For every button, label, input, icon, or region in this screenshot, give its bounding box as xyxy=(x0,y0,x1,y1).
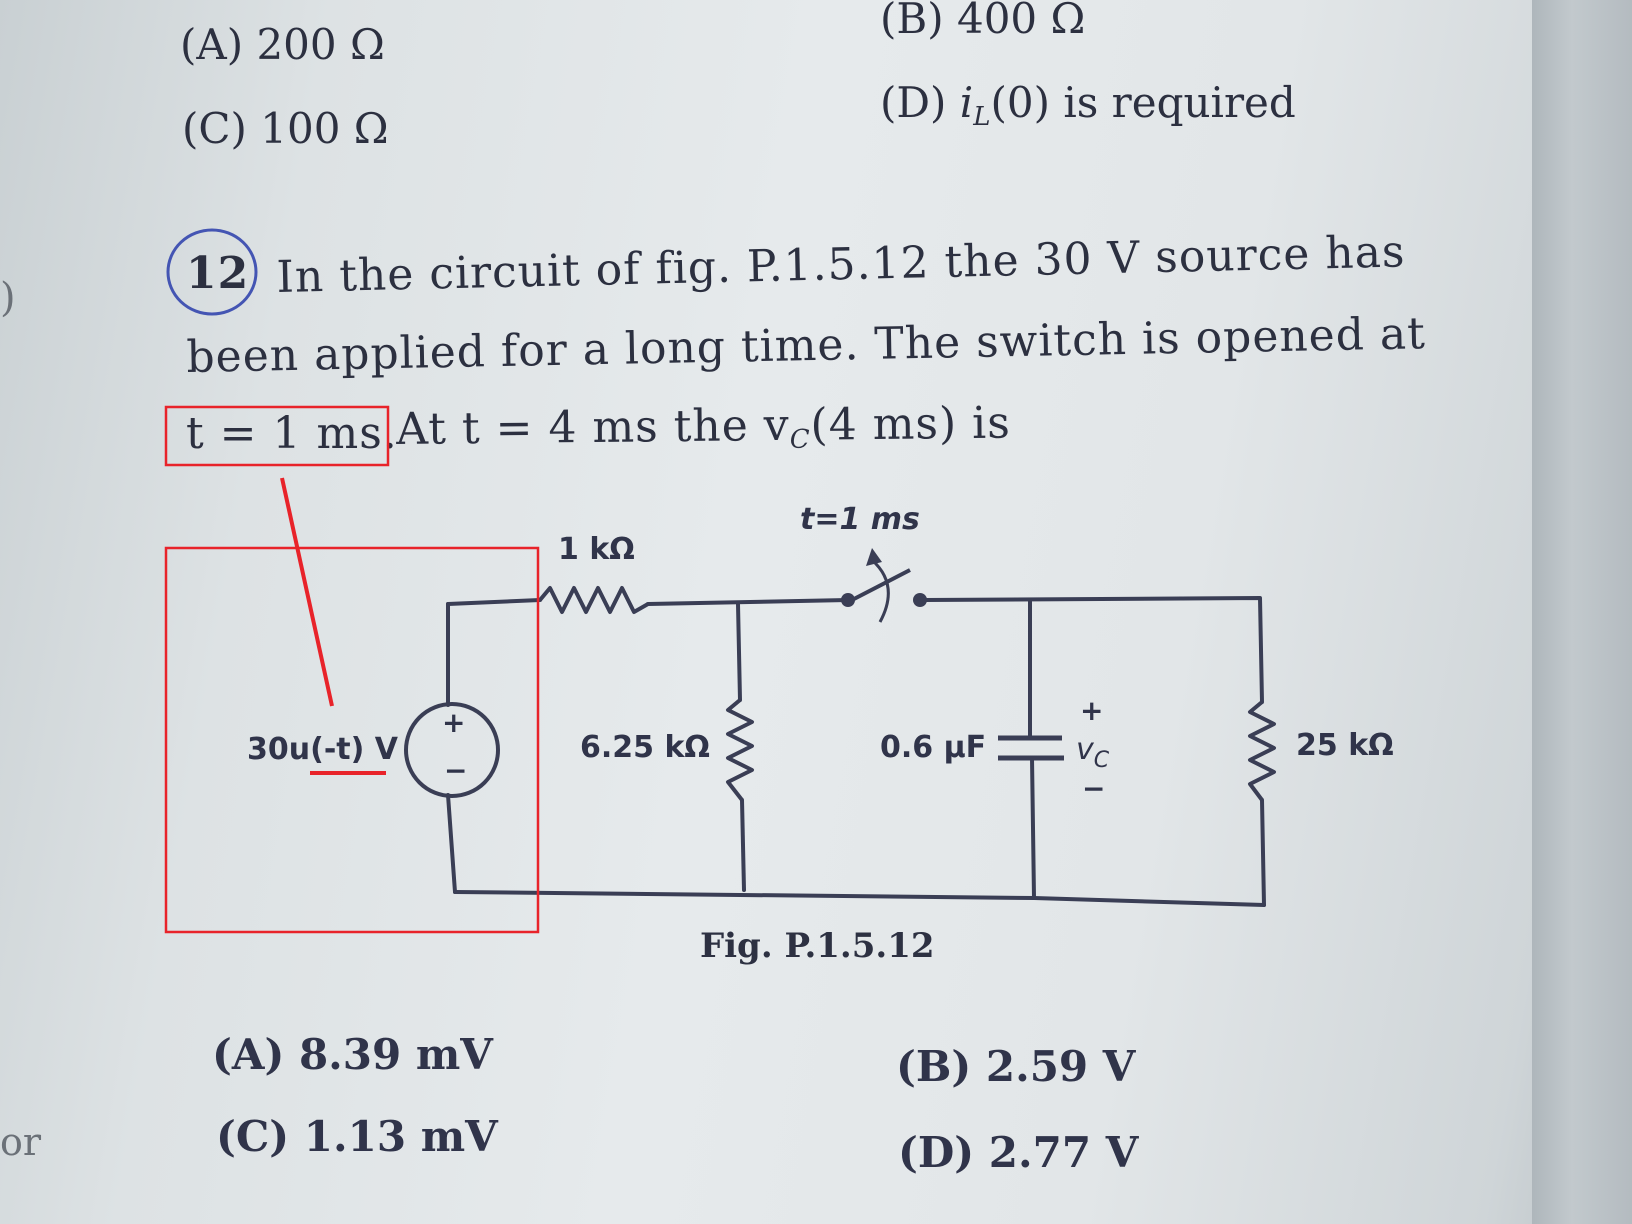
page-edge-shadow xyxy=(1532,0,1632,1224)
figure-caption: Fig. P.1.5.12 xyxy=(700,926,935,966)
switch-label: t=1 ms xyxy=(800,502,920,537)
question-line-3-sub: C xyxy=(789,424,811,455)
prev-option-d-suffix: (0) is required xyxy=(990,78,1296,127)
wire-cap-bottom xyxy=(1030,756,1036,900)
annotation-arrow-line xyxy=(280,477,334,707)
switch-arrow-head xyxy=(866,548,882,566)
switch-terminal-right xyxy=(913,593,927,607)
prev-option-b: (B) 400 Ω xyxy=(880,0,1086,43)
question-number: 12 xyxy=(186,248,250,299)
switch-blade xyxy=(851,568,911,602)
resistor-1k xyxy=(538,586,649,614)
wire-source-bottom xyxy=(446,793,457,894)
question-line-1: In the circuit of fig. P.1.5.12 the 30 V… xyxy=(276,226,1407,303)
prev-option-d-var: i xyxy=(959,78,974,127)
vc-minus-sign: − xyxy=(1082,772,1106,805)
resistor-6-25k xyxy=(726,698,754,802)
wire-top-right xyxy=(923,596,1264,704)
wire-bottom xyxy=(453,890,1266,907)
answer-option-b: (B) 2.59 V xyxy=(896,1042,1136,1091)
capacitor-label: 0.6 µF xyxy=(880,730,987,765)
prev-option-c: (C) 100 Ω xyxy=(182,104,389,153)
r3-label: 25 kΩ xyxy=(1296,728,1394,763)
vc-label-sub: C xyxy=(1093,748,1110,773)
prev-option-d: (D) iL(0) is required xyxy=(880,78,1296,132)
source-plus-sign: + xyxy=(442,706,466,739)
switch-arc xyxy=(870,558,890,623)
margin-fragment-or: or xyxy=(0,1120,42,1164)
wire-r2-bottom xyxy=(740,798,746,892)
resistor-25k xyxy=(1248,700,1276,802)
source-label: 30u(-t) V xyxy=(247,732,398,767)
vc-plus-sign: + xyxy=(1080,694,1104,727)
question-line-3-part-a: At t = 4 ms the v xyxy=(396,399,790,455)
prev-option-d-prefix: (D) xyxy=(880,78,960,127)
answer-option-a: (A) 8.39 mV xyxy=(212,1030,493,1079)
question-line-3-part-b: (4 ms) is xyxy=(810,397,1012,451)
wire-top-middle xyxy=(646,598,850,606)
wire-top-left xyxy=(446,598,542,606)
prev-option-a: (A) 200 Ω xyxy=(180,20,385,69)
prev-option-d-sub: L xyxy=(973,102,991,132)
switch-terminal-left xyxy=(841,593,855,607)
red-annotations xyxy=(164,405,540,934)
r1-label: 1 kΩ xyxy=(558,532,635,567)
r2-label: 6.25 kΩ xyxy=(580,730,710,765)
wire-r2-top xyxy=(736,602,742,702)
vc-label: vC xyxy=(1076,732,1109,773)
question-line-3-boxed: t = 1 ms. xyxy=(186,408,398,459)
source-minus-sign: − xyxy=(444,754,468,787)
margin-fragment-paren: ) xyxy=(0,275,16,321)
answer-option-d: (D) 2.77 V xyxy=(898,1128,1139,1177)
answer-option-c: (C) 1.13 mV xyxy=(216,1112,498,1161)
circuit-wires xyxy=(446,596,1266,907)
wire-r3-bottom xyxy=(1260,798,1266,907)
question-line-3-rest: At t = 4 ms the vC(4 ms) is xyxy=(396,398,1011,459)
question-line-2: been applied for a long time. The switch… xyxy=(186,308,1427,383)
vc-label-var: v xyxy=(1076,732,1094,767)
